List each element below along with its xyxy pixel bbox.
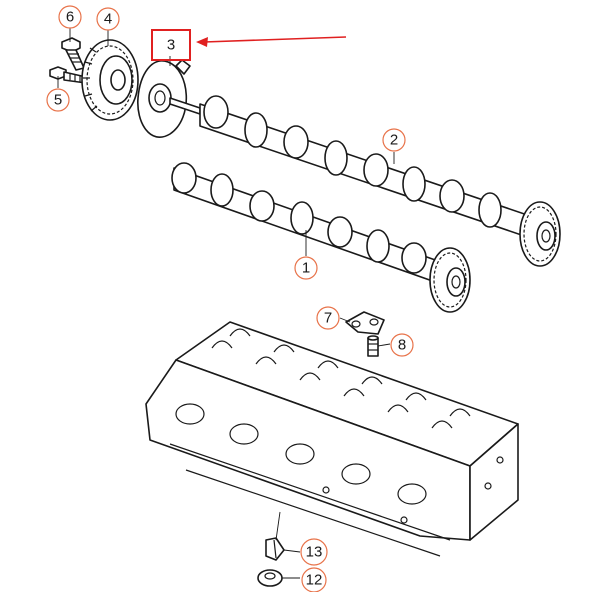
callout-5-label: 5 [54,92,62,109]
callout-6-label: 6 [66,9,74,26]
part-12-seal [257,569,283,587]
callout-2: 2 [382,128,406,152]
part-8-lifter [367,335,379,357]
callout-5: 5 [46,88,70,112]
callout-7-label: 7 [324,310,332,327]
callout-4-label: 4 [104,11,112,28]
callout-1-label: 1 [302,260,310,277]
highlight-box-part-3 [151,29,191,61]
callout-12: 12 [301,567,327,592]
cylinder-head [145,321,519,557]
callout-12-label: 12 [306,572,323,589]
callout-13-label: 13 [306,544,323,561]
callout-8-label: 8 [398,337,406,354]
part-1-camshaft-lower [171,162,471,313]
leader-lines [57,28,395,579]
callout-1: 1 [294,256,318,280]
callout-3: 3 [167,37,175,54]
callout-13: 13 [300,538,328,566]
callout-2-label: 2 [390,132,398,149]
part-7-rocker-clip [345,311,385,335]
callout-6: 6 [58,5,82,29]
part-2-camshaft-upper [169,95,561,267]
callout-7: 7 [316,306,340,330]
callout-4: 4 [96,7,120,31]
part-3-sensor-wheel [137,59,191,138]
highlight-arrow [196,36,347,47]
part-13-valve-cotter [265,537,285,561]
part-6-bolt [61,37,85,71]
callout-8: 8 [390,333,414,357]
callout-3-label: 3 [167,37,175,54]
part-5-bolt [49,66,87,84]
part-4-sprocket [81,39,139,121]
